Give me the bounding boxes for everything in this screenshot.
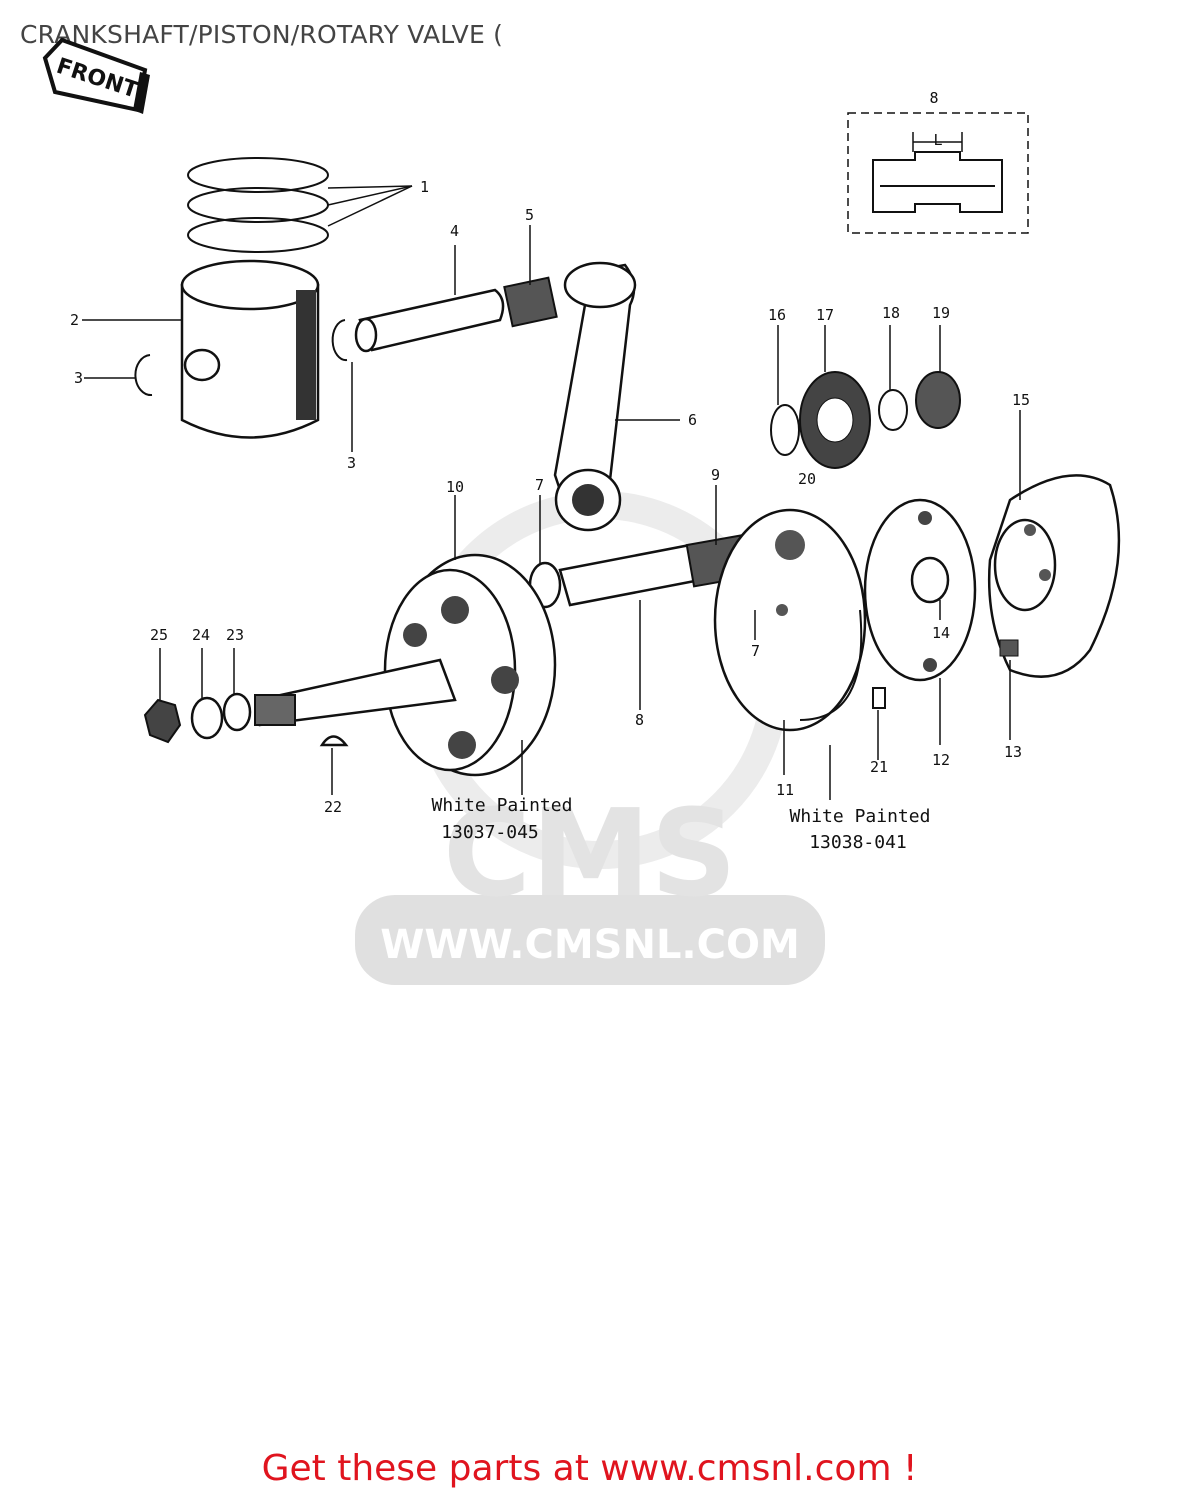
callout-11: 11: [776, 781, 794, 799]
callout-9: 9: [711, 466, 720, 484]
rotary-valve-disc: [987, 474, 1121, 678]
crank-pin: [558, 543, 702, 607]
piston-rings: [187, 157, 329, 253]
callout-23: 23: [226, 626, 244, 644]
callout-21: 21: [870, 758, 888, 776]
crankshaft-taper-left: [254, 658, 457, 727]
inset-part-number: 8: [929, 89, 938, 107]
lock-washer-24: [190, 696, 224, 740]
piston: [180, 259, 320, 439]
note-left-line2: 13037-045: [441, 822, 539, 843]
washer-23: [222, 692, 252, 732]
front-arrow: FRONT: [42, 37, 150, 114]
get-parts-link[interactable]: Get these parts at www.cmsnl.com !: [0, 1448, 1179, 1489]
watermark-url-text: WWW.CMSNL.COM: [380, 922, 800, 968]
callout-17: 17: [816, 306, 834, 324]
crank-half-left: [383, 553, 557, 777]
crankshaft-nut: [143, 698, 182, 744]
dowel-pin: [999, 639, 1019, 657]
callout-7a: 7: [535, 476, 544, 494]
callout-5: 5: [525, 206, 534, 224]
callout-labels: 1 2 3 3 4 5 6 7 7 8 9 10 11 12 13 14 15 …: [70, 178, 1030, 816]
callout-22: 22: [324, 798, 342, 816]
callout-24: 24: [192, 626, 210, 644]
pin-21: [872, 687, 886, 709]
leader-lines: [82, 185, 1021, 800]
callout-2: 2: [70, 311, 79, 329]
callout-20: 20: [798, 470, 816, 488]
primary-gear-assembly: [770, 371, 961, 469]
callout-8: 8: [635, 711, 644, 729]
part-notes: White Painted 13037-045 White Painted 13…: [432, 795, 931, 853]
note-right-line2: 13038-041: [809, 832, 907, 853]
circlip-right: [331, 319, 348, 362]
callout-10: 10: [446, 478, 464, 496]
callout-12: 12: [932, 751, 950, 769]
callout-1: 1: [420, 178, 429, 196]
callout-3b: 3: [347, 454, 356, 472]
callout-7b: 7: [751, 642, 760, 660]
callout-16: 16: [768, 306, 786, 324]
note-right-line1: White Painted: [790, 806, 931, 827]
connecting-rod: [553, 261, 637, 532]
callout-15: 15: [1012, 391, 1030, 409]
woodruff-key: [319, 735, 349, 747]
callout-18: 18: [882, 304, 900, 322]
callout-25: 25: [150, 626, 168, 644]
crank-half-right: [713, 508, 867, 732]
inset-dimension-label: L: [933, 131, 942, 149]
callout-3a: 3: [74, 369, 83, 387]
get-parts-link-text[interactable]: Get these parts at www.cmsnl.com !: [261, 1448, 918, 1489]
crank-plate: [863, 498, 977, 682]
callout-19: 19: [932, 304, 950, 322]
callout-6: 6: [688, 411, 697, 429]
callout-14: 14: [932, 624, 950, 642]
watermark-logo-text: CMS: [443, 785, 737, 924]
inset-detail-crankpin: 8 L: [847, 89, 1029, 234]
page-title: CRANKSHAFT/PISTON/ROTARY VALVE (: [20, 20, 504, 49]
callout-13: 13: [1004, 743, 1022, 761]
small-end-bearing: [503, 276, 558, 328]
piston-pin: [354, 288, 505, 353]
circlip-left: [134, 354, 153, 397]
callout-4: 4: [450, 222, 459, 240]
note-left-line1: White Painted: [432, 795, 573, 816]
